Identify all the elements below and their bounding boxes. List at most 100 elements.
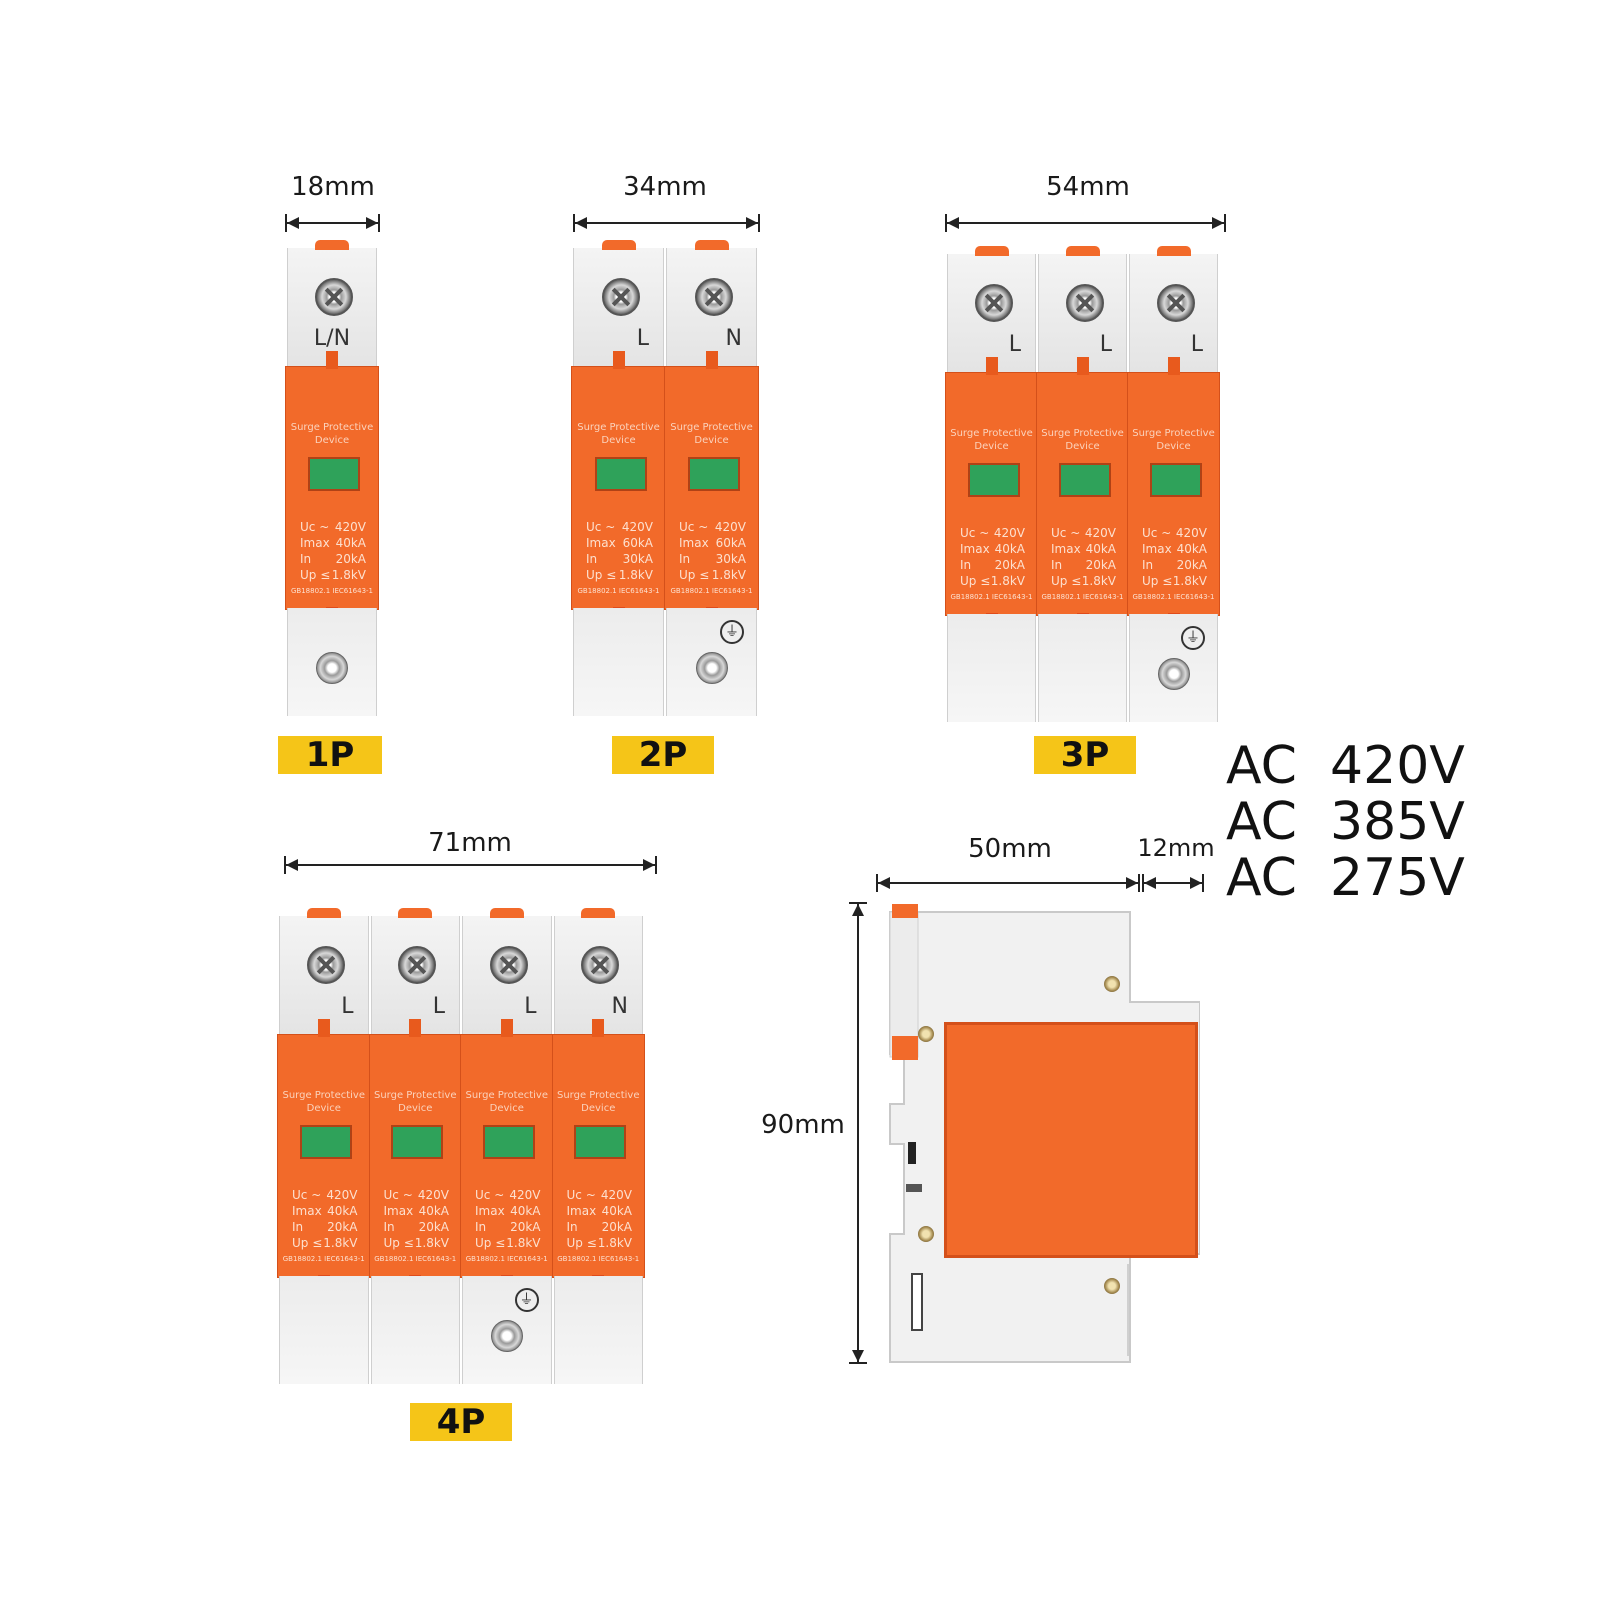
spec-uc: Uc ~420V xyxy=(586,520,653,534)
two-pole-dimension-line xyxy=(573,214,760,232)
module-top-terminal: L xyxy=(573,240,664,366)
pole-label: N xyxy=(725,326,742,351)
terminal-screw-icon xyxy=(316,652,348,684)
cartridge-notch xyxy=(592,1019,605,1037)
status-indicator-window xyxy=(391,1125,444,1159)
spec-uc: Uc ~420V xyxy=(383,1188,450,1202)
side-height-dimension-line xyxy=(849,902,867,1364)
cartridge-notch xyxy=(1076,357,1089,375)
module-standard: GB18802.1 IEC61643-1 xyxy=(1041,593,1124,601)
spec-up: Up ≤1.8kV xyxy=(383,1236,450,1250)
module-top-terminal: L xyxy=(279,908,369,1034)
top-release-tab xyxy=(306,908,341,918)
side-extra-label: 12mm xyxy=(1137,834,1215,862)
pole-label: L xyxy=(1190,332,1203,357)
module-top-terminal: L xyxy=(947,246,1036,372)
status-indicator-window xyxy=(1149,463,1202,497)
module-standard: GB18802.1 IEC61643-1 xyxy=(950,593,1033,601)
module-bottom-terminal: ⏚ xyxy=(666,608,757,716)
spec-up: Up ≤1.8kV xyxy=(566,1236,633,1250)
status-indicator-window xyxy=(299,1125,352,1159)
terminal-screw-icon xyxy=(601,278,640,316)
pole-label: L xyxy=(1008,332,1021,357)
spec-uc: Uc ~420V xyxy=(1142,526,1207,540)
spec-uc: Uc ~420V xyxy=(1051,526,1116,540)
module-top-terminal: L xyxy=(462,908,552,1034)
spec-uc: Uc ~420V xyxy=(300,520,366,534)
terminal-screw-icon xyxy=(695,652,728,684)
module-top-terminal: N xyxy=(553,908,643,1034)
spec-uc: Uc ~420V xyxy=(679,520,746,534)
four-pole-tag: 4P xyxy=(410,1403,512,1441)
terminal-screw-icon xyxy=(974,284,1013,322)
rivet-icon xyxy=(918,1226,934,1242)
side-depth-label: 50mm xyxy=(968,834,1052,864)
module-bottom-terminal xyxy=(1038,614,1127,722)
spec-up: Up ≤1.8kV xyxy=(300,568,366,582)
module-standard: GB18802.1 IEC61643-1 xyxy=(1132,593,1215,601)
rivet-icon xyxy=(918,1026,934,1042)
cartridge-notch xyxy=(500,1019,513,1037)
module-top-terminal: L xyxy=(370,908,460,1034)
ground-symbol-icon: ⏚ xyxy=(1181,626,1205,650)
three-pole-width-label: 54mm xyxy=(1046,172,1130,202)
module-bottom-terminal xyxy=(279,1276,369,1384)
ground-symbol-icon: ⏚ xyxy=(720,620,744,644)
top-release-tab xyxy=(489,908,524,918)
status-indicator-window xyxy=(308,457,360,491)
terminal-screw-icon xyxy=(1065,284,1104,322)
top-release-tab xyxy=(694,240,729,250)
terminal-screw-icon xyxy=(306,946,345,984)
spec-up: Up ≤1.8kV xyxy=(960,574,1025,588)
module-bottom-terminal: ⏚ xyxy=(1129,614,1218,722)
ground-symbol-icon: ⏚ xyxy=(514,1288,539,1312)
top-release-tab xyxy=(581,908,616,918)
status-indicator-window xyxy=(482,1125,535,1159)
cartridge-notch xyxy=(985,357,998,375)
module-bottom-terminal xyxy=(947,614,1036,722)
voltage-275: AC 275V xyxy=(1226,848,1465,908)
top-release-tab xyxy=(315,240,349,250)
spec-up: Up ≤1.8kV xyxy=(1142,574,1207,588)
cartridge-notch xyxy=(326,351,338,369)
terminal-screw-icon xyxy=(489,946,528,984)
module-standard: GB18802.1 IEC61643-1 xyxy=(282,1255,365,1263)
cartridge-notch xyxy=(612,351,625,369)
two-pole-tag: 2P xyxy=(612,736,714,774)
pole-label: L xyxy=(341,994,354,1019)
spec-up: Up ≤1.8kV xyxy=(679,568,746,582)
module-top-terminal: L xyxy=(1129,246,1218,372)
module-top-terminal: N xyxy=(666,240,757,366)
module-standard: GB18802.1 IEC61643-1 xyxy=(374,1255,457,1263)
terminal-screw-icon xyxy=(694,278,733,316)
